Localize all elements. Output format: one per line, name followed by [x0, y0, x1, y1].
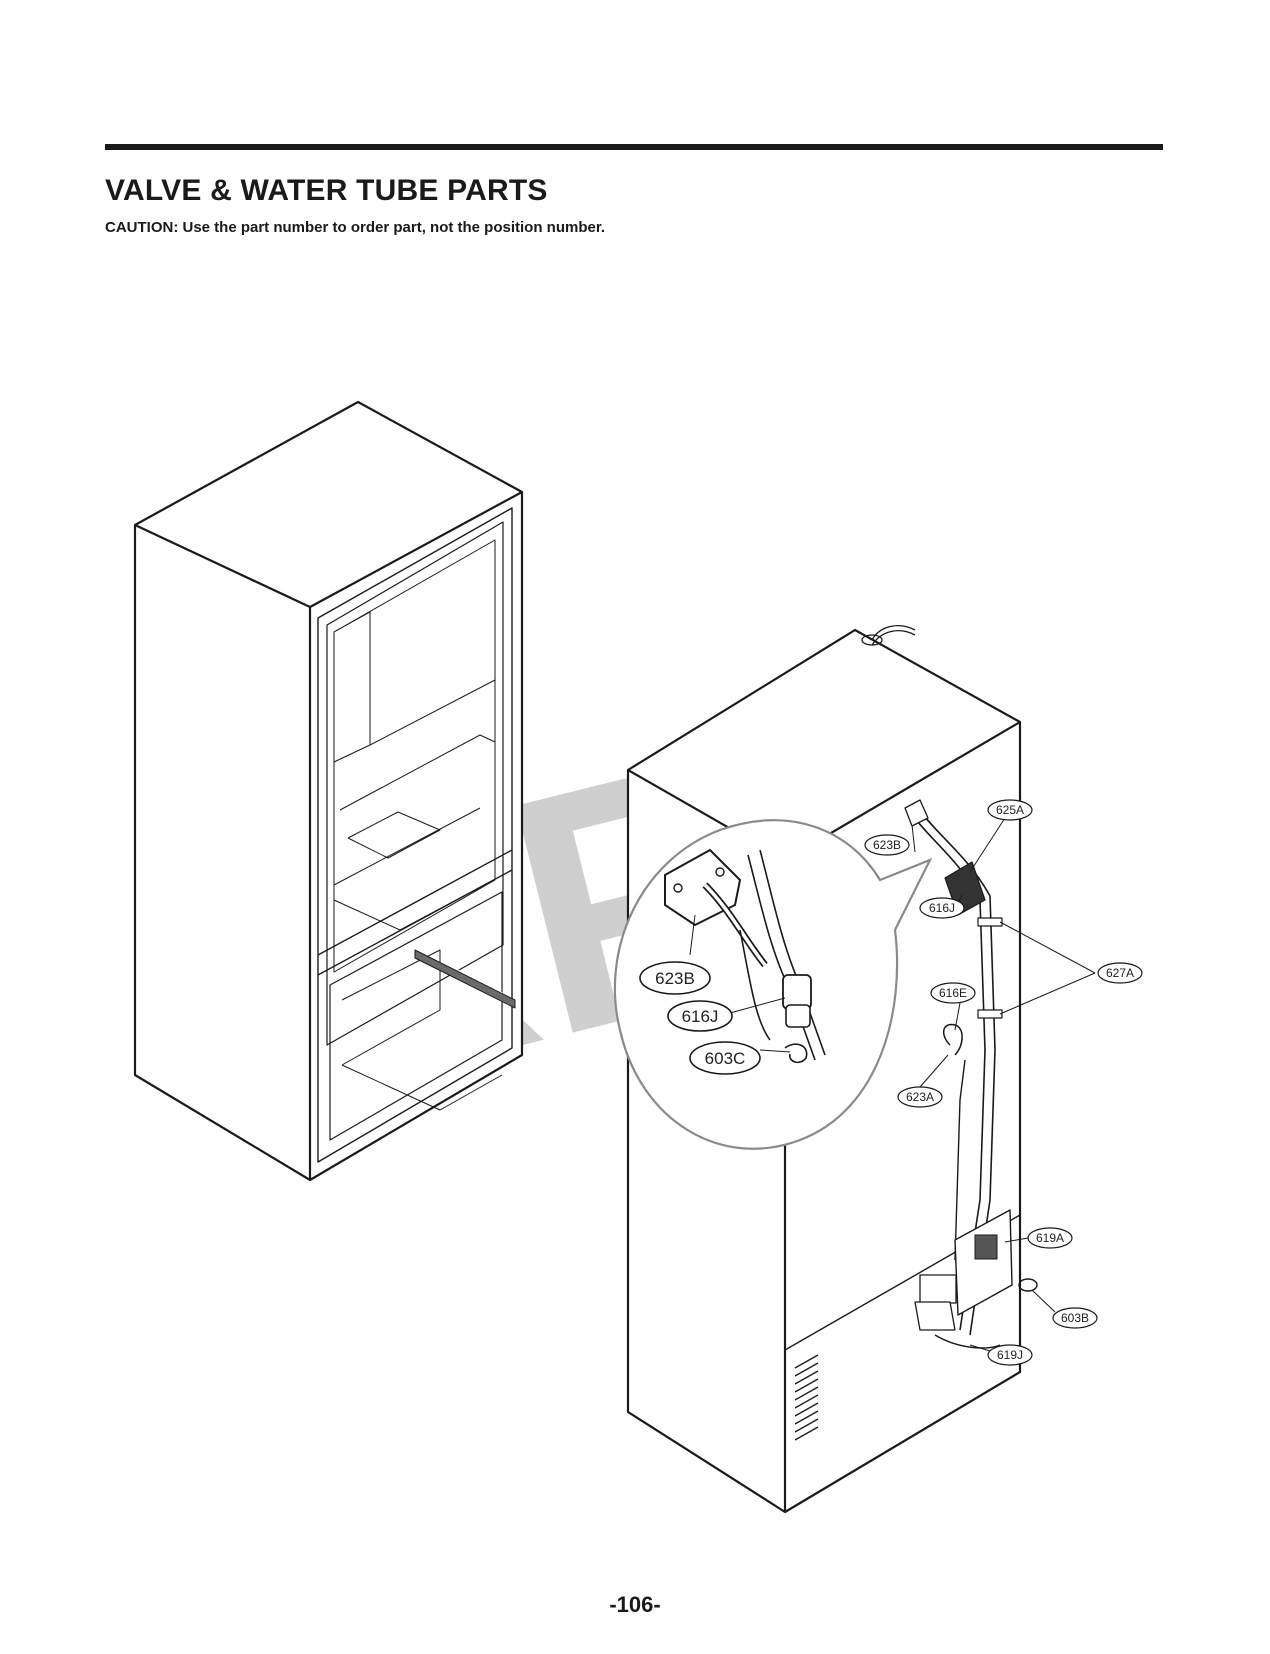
callout-603C-detail: 603C [689, 1041, 761, 1075]
page-number: -106- [609, 1592, 661, 1617]
svg-text:623A: 623A [906, 1090, 934, 1104]
svg-text:616E: 616E [939, 986, 967, 1000]
callout-616E: 616E [930, 982, 976, 1004]
callout-603B: 603B [1052, 1307, 1098, 1329]
callout-623A: 623A [897, 1086, 943, 1108]
callout-619A: 619A [1027, 1227, 1073, 1249]
callout-623B: 623B [864, 834, 910, 856]
detail-zoom-bubble [613, 819, 933, 1150]
callout-623B-detail: 623B [639, 961, 711, 995]
callout-616J: 616J [919, 897, 965, 919]
svg-text:623B: 623B [655, 969, 695, 988]
svg-text:616J: 616J [682, 1007, 719, 1026]
page-title: VALVE & WATER TUBE PARTS [105, 174, 548, 207]
caution-note: CAUTION: Use the part number to order pa… [105, 219, 606, 236]
svg-text:603B: 603B [1061, 1311, 1089, 1325]
callout-616J-detail: 616J [667, 1000, 733, 1032]
svg-text:625A: 625A [996, 803, 1024, 817]
leader-lines [911, 817, 1096, 1352]
callout-619J: 619J [987, 1344, 1033, 1366]
svg-text:603C: 603C [705, 1049, 746, 1068]
header-rule [105, 144, 1163, 150]
svg-text:616J: 616J [929, 901, 955, 915]
svg-text:619A: 619A [1036, 1231, 1064, 1245]
callout-627A: 627A [1097, 962, 1143, 984]
svg-text:623B: 623B [873, 838, 901, 852]
front-cabinet-illustration [133, 400, 524, 1182]
svg-text:619J: 619J [997, 1348, 1023, 1362]
callout-625A: 625A [987, 799, 1033, 821]
svg-text:627A: 627A [1106, 966, 1134, 980]
